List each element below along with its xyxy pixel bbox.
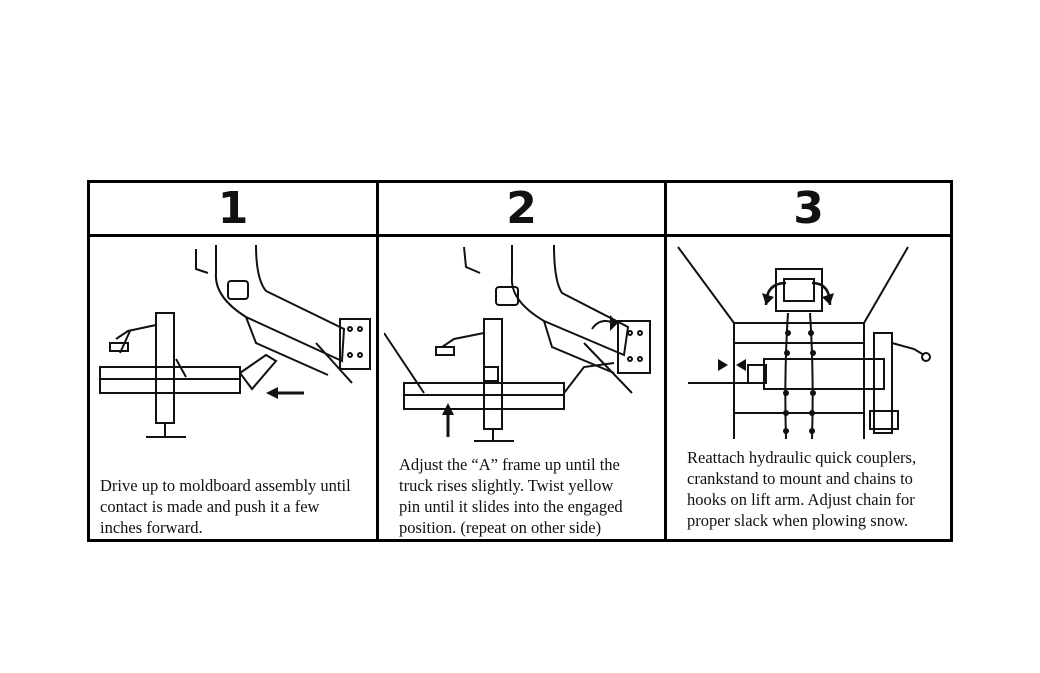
column-divider-1 xyxy=(376,183,379,539)
step-3-number: 3 xyxy=(793,183,824,234)
column-divider-2 xyxy=(664,183,667,539)
step-3-caption-line: Reattach hydraulic quick couplers, xyxy=(687,448,917,467)
step-3-caption-line: proper slack when plowing snow. xyxy=(687,511,909,530)
step-2-caption: Adjust the “A” frame up until the truck … xyxy=(399,454,623,538)
step-3-caption: Reattach hydraulic quick couplers, crank… xyxy=(687,447,916,531)
step-3-caption-line: hooks on lift arm. Adjust chain for xyxy=(687,490,915,509)
step-1-number: 1 xyxy=(217,183,249,234)
step-1-caption: Drive up to moldboard assembly until con… xyxy=(100,475,351,538)
instruction-panel-frame: 1 Drive up to m xyxy=(87,180,953,542)
header-divider xyxy=(90,234,950,237)
step-2-number: 2 xyxy=(506,183,537,234)
step-2-caption-line: position. (repeat on other side) xyxy=(399,518,602,537)
step-2-caption-line: truck rises slightly. Twist yellow xyxy=(399,476,614,495)
step-2-caption-line: Adjust the “A” frame up until the xyxy=(399,455,620,474)
step-3-caption-line: crankstand to mount and chains to xyxy=(687,469,913,488)
step-3-illustration xyxy=(674,243,946,445)
step-2-caption-line: pin until it slides into the engaged xyxy=(399,497,623,516)
step-1-caption-line: inches forward. xyxy=(100,518,203,537)
step-1-illustration xyxy=(96,243,372,443)
step-1-caption-line: Drive up to moldboard assembly until xyxy=(100,476,351,495)
step-2-illustration xyxy=(384,243,660,443)
step-1-caption-line: contact is made and push it a few xyxy=(100,497,320,516)
